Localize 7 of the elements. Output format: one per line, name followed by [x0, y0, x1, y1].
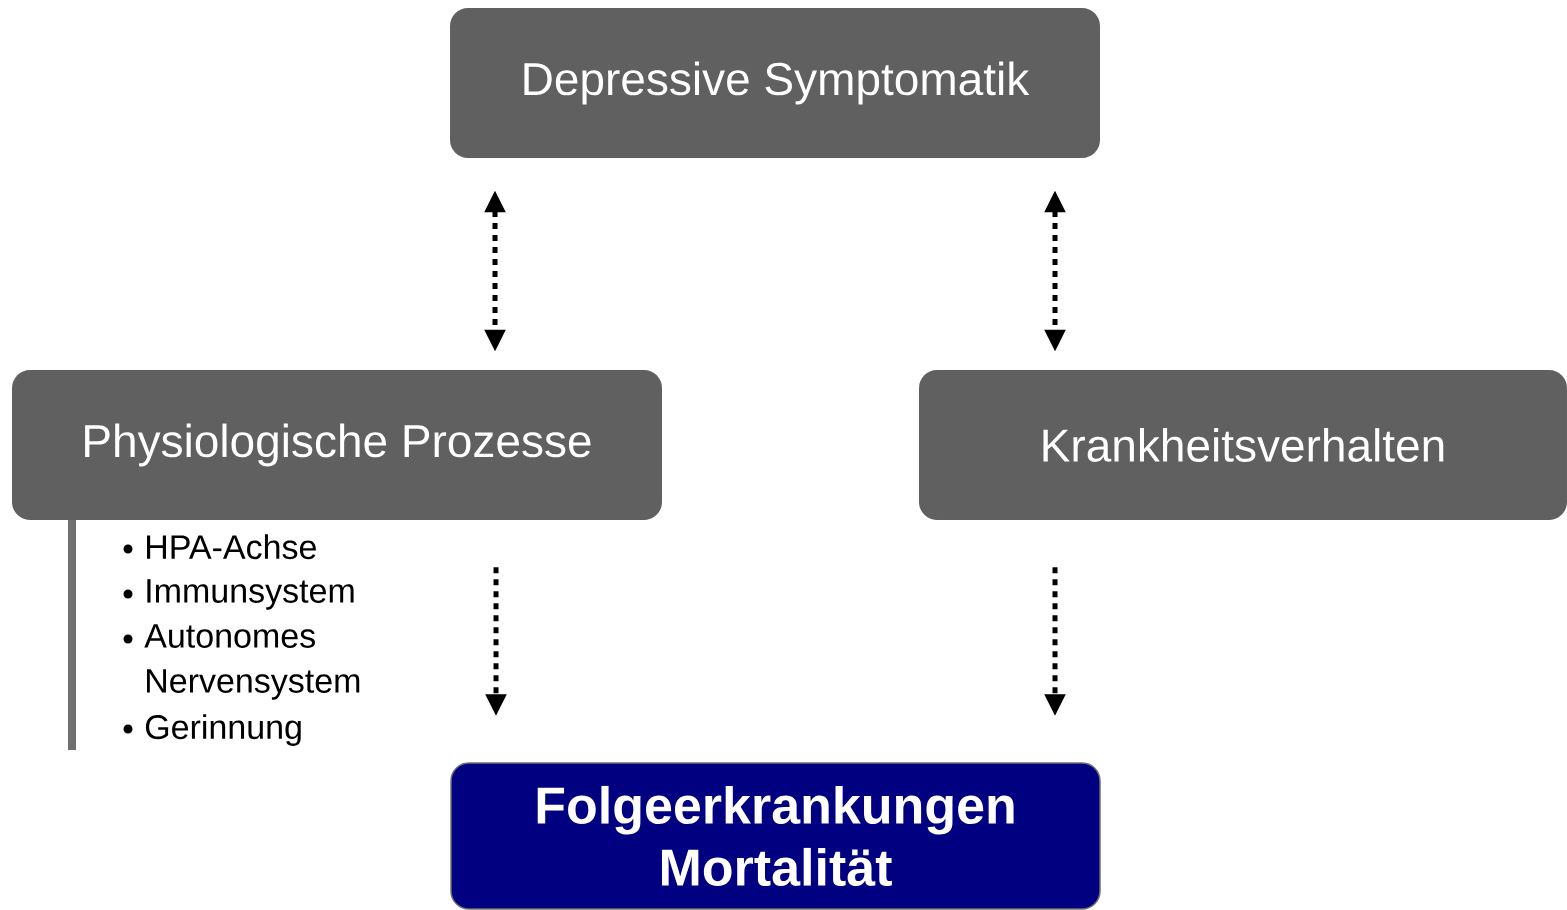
- list-item: Immunsystem: [147, 579, 354, 610]
- list-item: Gerinnung: [145, 714, 301, 746]
- outcome-box: Folgeerkrankungen Mortalität: [450, 762, 1101, 910]
- list-item: Autonomes Nervensystem: [144, 624, 360, 700]
- process-box: Physiologische Prozesse: [12, 370, 662, 520]
- process-box: Depressive Symptomatik: [450, 8, 1100, 158]
- process-box: Krankheitsverhalten: [919, 370, 1567, 520]
